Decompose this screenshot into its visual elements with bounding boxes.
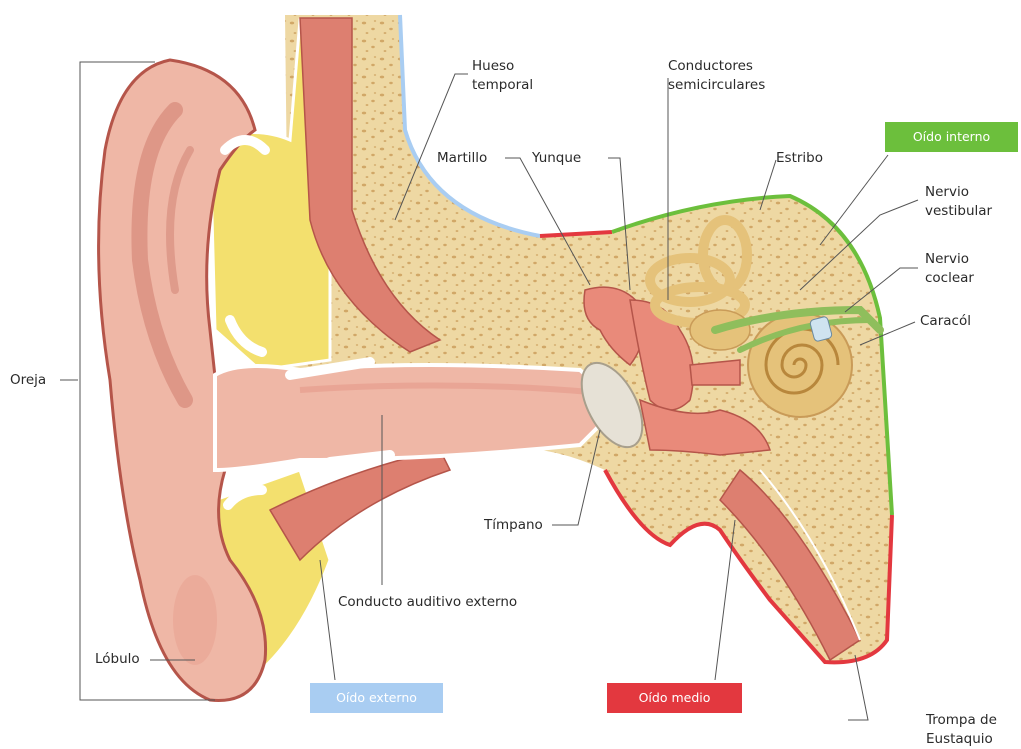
badge-oido-interno: Oído interno (885, 122, 1018, 152)
label-conductores-semicirculares: Conductores semicirculares (668, 57, 765, 95)
badge-oido-medio: Oído medio (607, 683, 742, 713)
cartilage-ring (330, 455, 390, 462)
lower-muscle (270, 450, 450, 560)
ear-canal (215, 365, 620, 470)
label-nervio-vestibular: Nervio vestibular (925, 183, 992, 221)
lobule-shape (173, 575, 217, 665)
label-lobulo: Lóbulo (95, 650, 140, 669)
label-conducto-auditivo-externo: Conducto auditivo externo (338, 593, 517, 612)
label-estribo: Estribo (776, 149, 823, 168)
label-hueso-temporal: Hueso temporal (472, 57, 533, 95)
label-trompa-de-eustaquio: Trompa de Eustaquio (926, 711, 997, 749)
label-yunque: Yunque (532, 149, 581, 168)
stapes (690, 360, 740, 385)
label-caracol: Caracól (920, 312, 971, 331)
label-oreja: Oreja (10, 371, 46, 390)
badge-oido-externo: Oído externo (310, 683, 443, 713)
label-martillo: Martillo (437, 149, 487, 168)
label-nervio-coclear: Nervio coclear (925, 250, 974, 288)
label-timpano: Tímpano (484, 516, 543, 535)
